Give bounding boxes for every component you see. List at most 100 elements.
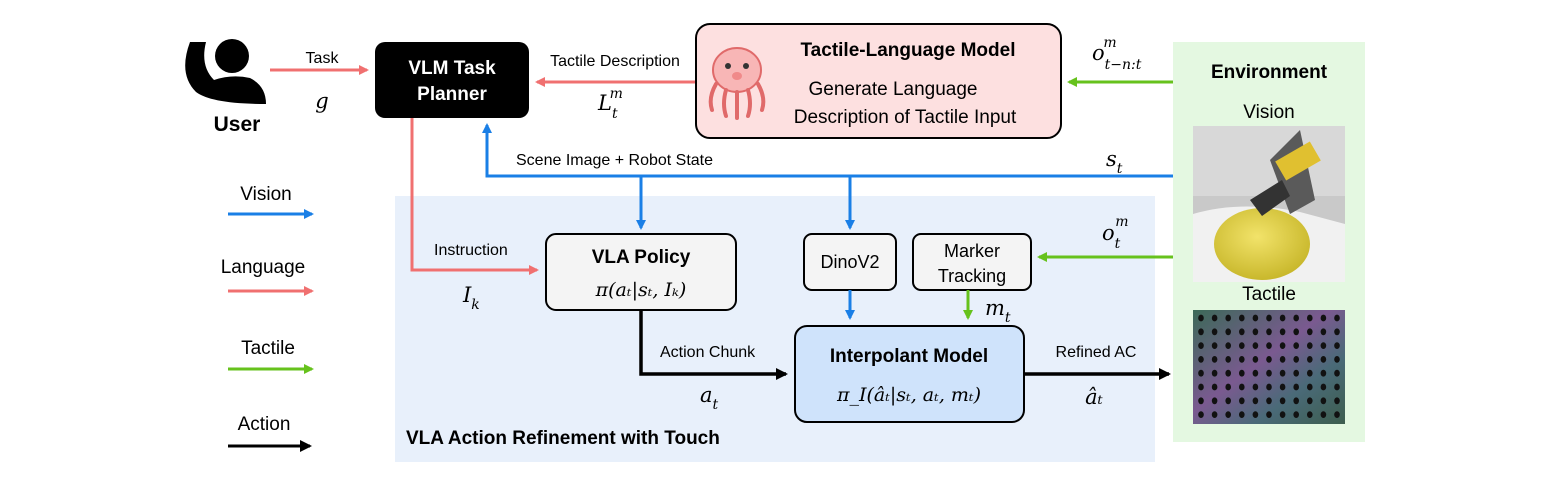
instruction-label: Instruction: [434, 242, 508, 259]
action-chunk-symbol: at: [700, 383, 719, 413]
tactile-marker-dot: [1307, 411, 1313, 418]
marker-output-symbol: mt: [985, 296, 1011, 326]
tactile-marker-dot: [1198, 342, 1204, 349]
tactile-marker-dot: [1225, 328, 1231, 336]
refined-action-symbol: âₜ: [1085, 385, 1103, 409]
legend-action-label: Action: [238, 414, 291, 435]
dinov2-label: DinoV2: [820, 252, 879, 272]
state-symbol: st: [1106, 147, 1123, 177]
tactile-marker-dot: [1252, 411, 1259, 418]
legend-tactile-label: Tactile: [241, 338, 295, 359]
tactile-marker-dot: [1211, 383, 1218, 391]
tactile-marker-dot: [1239, 411, 1245, 418]
tactile-marker-dot: [1198, 397, 1204, 405]
tactile-marker-dot: [1239, 383, 1245, 391]
tactile-marker-dot: [1279, 314, 1286, 322]
tactile-marker-dot: [1334, 328, 1340, 336]
tactile-description-symbol: Ltm: [597, 86, 623, 122]
tactile-marker-dot: [1293, 383, 1299, 391]
legend-vision-label: Vision: [240, 184, 291, 205]
refined-action-label: Refined AC: [1056, 344, 1137, 361]
user-icon: [185, 39, 266, 104]
marker-tracking-box: [912, 233, 1032, 291]
action-chunk-arrow: [639, 310, 788, 380]
tactile-marker-dot: [1334, 397, 1340, 405]
legend-language-label: Language: [221, 257, 306, 278]
tactile-marker-dot: [1239, 342, 1245, 349]
tactile-marker-dot: [1320, 328, 1327, 336]
octopus-icon: [708, 47, 766, 120]
tactile-marker-dot: [1211, 411, 1218, 418]
tlm-line1: Generate Language: [808, 79, 977, 100]
tactile-marker-dot: [1266, 411, 1272, 418]
tactile-marker-dot: [1239, 328, 1245, 336]
tactile-marker-dot: [1198, 356, 1204, 363]
tactile-marker-dot: [1252, 328, 1259, 336]
marker-line1: Marker: [944, 241, 1000, 261]
instruction-arrow: [410, 118, 539, 275]
tactile-marker-dot: [1279, 342, 1286, 349]
tactile-marker-dot: [1334, 356, 1340, 363]
tactile-marker-dot: [1252, 342, 1259, 349]
tactile-history-symbol: ot−n:tm: [1092, 35, 1142, 73]
scene-state-arrow: [482, 123, 1173, 178]
tactile-marker-dot: [1279, 369, 1286, 377]
tlm-title: Tactile-Language Model: [800, 40, 1015, 61]
vlm-task-planner-box: [375, 42, 529, 118]
tactile-language-model-box: [695, 23, 1062, 139]
tactile-marker-dot: [1320, 369, 1327, 377]
tactile-marker-dot: [1198, 328, 1204, 336]
tactile-marker-dot: [1266, 383, 1272, 391]
tactile-marker-dot: [1266, 328, 1272, 336]
tactile-marker-dot: [1252, 383, 1259, 391]
tactile-marker-dot: [1239, 314, 1245, 322]
scene-state-label: Scene Image + Robot State: [516, 152, 713, 169]
tactile-marker-dot: [1266, 397, 1272, 405]
tactile-marker-dot: [1211, 397, 1218, 405]
environment-title: Environment: [1211, 62, 1328, 83]
tactile-marker-dot: [1266, 314, 1272, 322]
tactile-marker-dot: [1334, 411, 1340, 418]
instruction-symbol: Ik: [462, 283, 480, 313]
tactile-marker-dot: [1279, 411, 1286, 418]
tactile-marker-dot: [1320, 397, 1327, 405]
marker-line2: Tracking: [938, 266, 1006, 286]
user-label: User: [214, 113, 261, 136]
tactile-marker-dot: [1252, 356, 1259, 363]
tactile-marker-dot: [1225, 383, 1231, 391]
tactile-marker-dot: [1266, 369, 1272, 377]
tactile-marker-dot: [1225, 369, 1231, 377]
goal-symbol: g: [315, 89, 328, 113]
tactile-marker-dot: [1198, 411, 1204, 418]
tactile-marker-dot: [1307, 314, 1313, 322]
environment-vision-label: Vision: [1243, 102, 1294, 123]
tactile-marker-dot: [1307, 342, 1313, 349]
tactile-marker-dot: [1279, 356, 1286, 363]
interpolant-model-box: [794, 325, 1025, 423]
tactile-marker-dot: [1211, 356, 1218, 363]
tactile-marker-dot: [1198, 383, 1204, 391]
tactile-marker-dot: [1279, 328, 1286, 336]
tactile-marker-dot: [1252, 369, 1259, 377]
planner-line2: Planner: [417, 84, 487, 105]
tactile-marker-dot: [1334, 314, 1340, 322]
tactile-marker-dot: [1239, 369, 1245, 377]
tactile-marker-dot: [1266, 342, 1272, 349]
refinement-panel-title: VLA Action Refinement with Touch: [406, 428, 720, 449]
tactile-marker-dot: [1279, 397, 1286, 405]
tactile-marker-dot: [1307, 328, 1313, 336]
tactile-marker-dot: [1198, 314, 1204, 322]
tactile-marker-dot: [1307, 369, 1313, 377]
tactile-observation-symbol: otm: [1102, 214, 1129, 252]
tactile-marker-dot: [1279, 383, 1286, 391]
task-label: Task: [306, 50, 340, 67]
vla-formula: π(aₜ|sₜ, Iₖ): [595, 279, 687, 301]
tactile-sensor-photo: [1193, 310, 1345, 424]
tactile-marker-dot: [1225, 342, 1231, 349]
tactile-marker-dot: [1293, 369, 1299, 377]
tactile-marker-dot: [1320, 411, 1327, 418]
tactile-marker-dot: [1225, 411, 1231, 418]
action-chunk-label: Action Chunk: [660, 344, 756, 361]
tactile-marker-dot: [1320, 342, 1327, 349]
